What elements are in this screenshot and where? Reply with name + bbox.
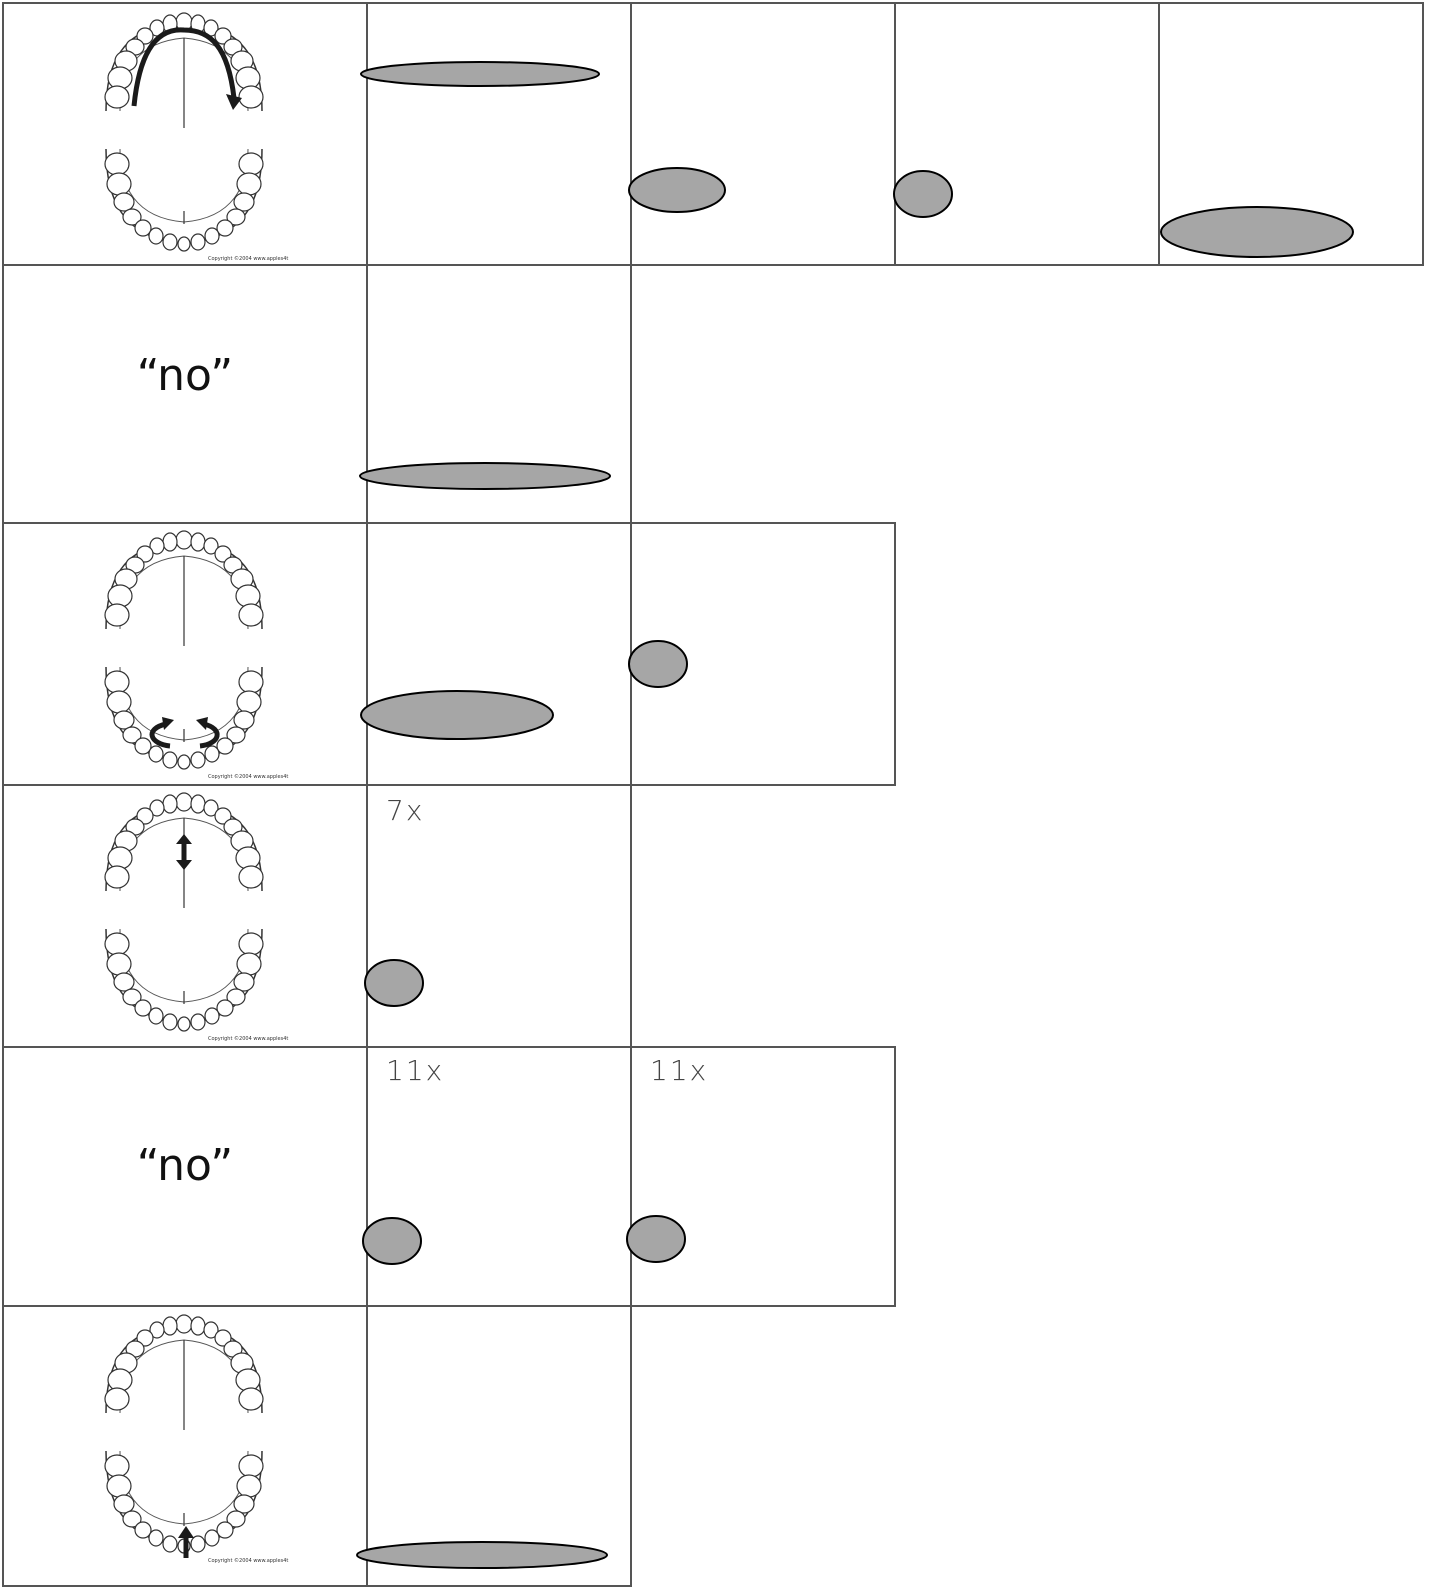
long-flat-oval [357,1542,607,1568]
large-oval [1161,207,1353,257]
small-oval [627,1216,685,1262]
medium-oval [629,168,725,212]
long-flat-oval [361,62,599,86]
small-oval [363,1218,421,1264]
small-oval [629,641,687,687]
large-oval [361,691,553,739]
small-oval [365,960,423,1006]
small-oval [894,171,952,217]
long-flat-oval [360,463,610,489]
